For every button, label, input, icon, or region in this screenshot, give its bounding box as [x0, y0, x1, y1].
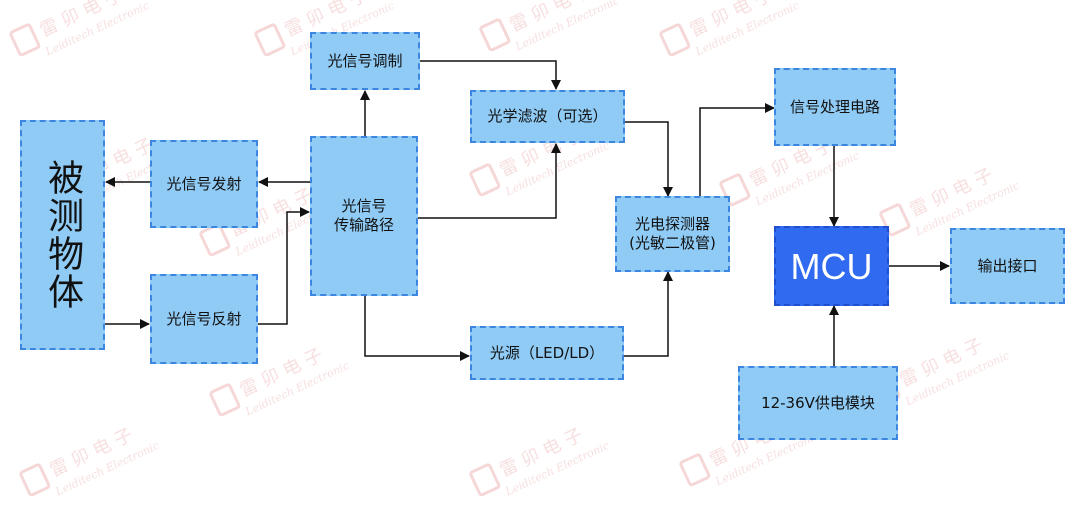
arrow-detector-to-processing — [699, 103, 775, 196]
power-node: 12-36V供电模块 — [738, 366, 898, 440]
power-label: 12-36V供电模块 — [761, 393, 875, 412]
source-node: 光源（LED/LD） — [470, 326, 624, 380]
filter-label: 光学滤波（可选） — [487, 107, 608, 126]
reflect-label: 光信号反射 — [166, 309, 242, 328]
filter-node: 光学滤波（可选） — [470, 90, 625, 143]
detector-node: 光电探测器 (光敏二极管) — [615, 196, 730, 272]
modulate-node: 光信号调制 — [310, 32, 420, 90]
mcu-node: MCU — [774, 226, 889, 306]
path-label-line2: 传输路径 — [333, 216, 394, 234]
emit-node: 光信号发射 — [150, 140, 258, 228]
object-node: 被测物体 — [20, 120, 105, 350]
mcu-label: MCU — [790, 245, 873, 287]
output-label: 输出接口 — [977, 256, 1038, 275]
detector-label-line2: (光敏二极管) — [629, 234, 716, 252]
detector-label-line1: 光电探测器 — [634, 215, 710, 234]
reflect-node: 光信号反射 — [150, 274, 258, 364]
arrow-source-to-detector — [624, 271, 673, 357]
path-label-line1: 光信号 — [341, 197, 387, 216]
modulate-label: 光信号调制 — [327, 51, 403, 70]
arrow-reflect-to-path — [258, 207, 310, 325]
output-node: 输出接口 — [950, 228, 1065, 304]
emit-label: 光信号发射 — [166, 174, 242, 193]
source-label: 光源（LED/LD） — [489, 343, 605, 362]
arrow-path-to-source — [364, 296, 470, 361]
path-node: 光信号 传输路径 — [310, 136, 418, 296]
arrow-modulate-to-filter — [420, 60, 561, 90]
processing-label: 信号处理电路 — [789, 97, 880, 116]
arrow-filter-to-detector — [625, 121, 673, 197]
processing-node: 信号处理电路 — [774, 68, 896, 146]
object-label: 被测物体 — [42, 159, 84, 311]
arrow-path-to-filter — [418, 143, 561, 219]
